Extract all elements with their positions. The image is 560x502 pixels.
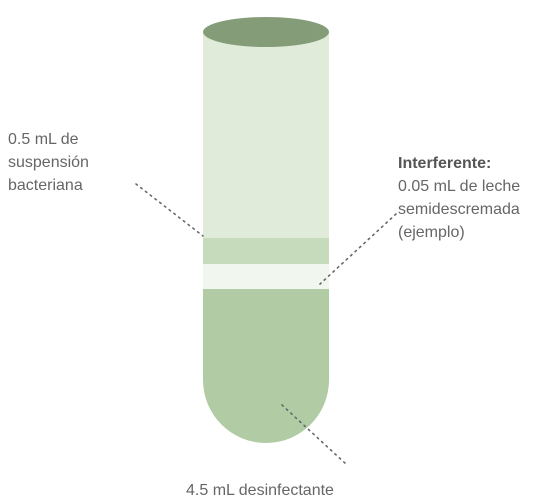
suspension-leader [135, 183, 204, 237]
interferent-leader [319, 213, 397, 285]
suspension-label-line1: 0.5 mL de [8, 131, 79, 148]
interferent-label-line3: (ejemplo) [398, 224, 465, 241]
bacterial-suspension-layer [203, 238, 329, 264]
suspension-label-line3: bacteriana [8, 177, 83, 194]
disinfectant-label-text: 4.5 mL desinfectante [186, 482, 334, 499]
interferent-label-line2: semidescremada [398, 201, 520, 218]
interferent-label-line1: 0.05 mL de leche [398, 178, 521, 195]
interferent-layer [203, 264, 329, 289]
disinfectant-layer [203, 289, 329, 443]
interferent-label-title: Interferente: [398, 155, 492, 172]
suspension-label-line2: suspensión [8, 154, 89, 171]
tube-body [203, 32, 329, 238]
disinfectant-label: 4.5 mL desinfectante [186, 479, 334, 502]
interferent-label: Interferente: 0.05 mL de leche semidescr… [398, 152, 520, 244]
tube-opening [203, 17, 329, 47]
suspension-label: 0.5 mL de suspensión bacteriana [8, 128, 89, 197]
disinfectant-leader [281, 404, 347, 465]
